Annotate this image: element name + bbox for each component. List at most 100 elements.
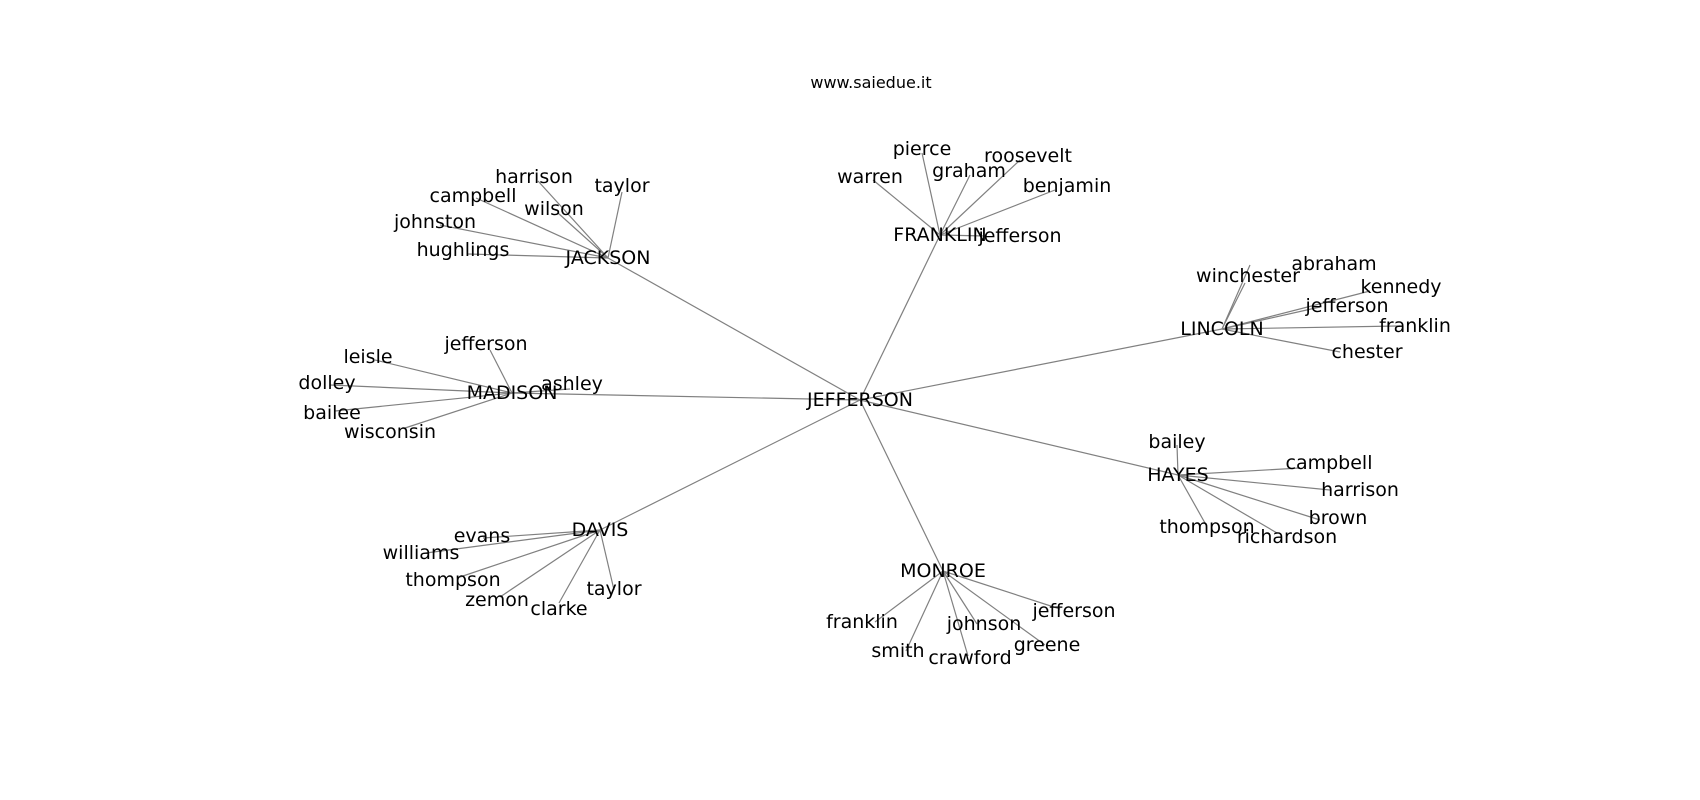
hub-node-label: FRANKLIN [893, 224, 986, 246]
leaf-node-label: bailee [303, 402, 361, 424]
leaf-node-label: franklin [826, 611, 898, 633]
edge-line [872, 179, 941, 236]
leaf-node-label: taylor [594, 175, 649, 197]
edge-line [942, 570, 969, 657]
edge-line [482, 529, 601, 539]
edge-line [558, 529, 601, 604]
leaf-node-label: pierce [893, 138, 952, 160]
leaf-node-label: jefferson [443, 333, 527, 355]
edge-line [1221, 290, 1371, 330]
leaf-node-label: campbell [430, 185, 517, 207]
graph-title: www.saiedue.it [810, 73, 931, 92]
edge-line [859, 234, 941, 401]
edge-line [425, 529, 601, 554]
edge-line [905, 570, 944, 652]
hub-node-label: JACKSON [565, 247, 651, 269]
edge-line [607, 257, 861, 401]
leaf-node-label: crawford [928, 647, 1011, 669]
leaf-node-label: taylor [586, 578, 641, 600]
leaf-node-label: graham [932, 160, 1006, 182]
leaf-node-label: harrison [495, 166, 573, 188]
edge-line [859, 399, 944, 572]
edge-line [859, 328, 1223, 401]
edge-line [1176, 444, 1179, 476]
hub-node-label: DAVIS [572, 519, 629, 541]
leaf-node-label: bailey [1148, 431, 1205, 453]
edge-line [329, 384, 513, 394]
leaf-node-label: winchester [1196, 265, 1300, 287]
edge-line [511, 392, 861, 401]
edge-line [1177, 467, 1301, 476]
edge-line [607, 191, 623, 259]
leaf-node-label: evans [454, 525, 511, 547]
leaf-node-label: kennedy [1360, 276, 1441, 298]
edge-line [1177, 474, 1278, 534]
leaf-node-label: johnston [393, 211, 476, 233]
edge-line [334, 392, 513, 412]
leaf-node-label: ashley [541, 373, 603, 395]
edge-line [599, 529, 615, 591]
leaf-node-label: jefferson [1304, 295, 1388, 317]
edge-line [939, 174, 971, 236]
edge-line [1221, 325, 1401, 330]
edge-line [467, 253, 609, 259]
edge-line [404, 392, 513, 429]
labels-layer: JEFFERSON JACKSON harrison taylor campbell wi… [298, 138, 1450, 669]
edge-line [1221, 306, 1321, 330]
leaf-node-label: dolley [298, 372, 355, 394]
leaf-node-label: clarke [530, 598, 587, 620]
hub-node-label: MONROE [900, 560, 986, 582]
edge-line [537, 180, 609, 259]
leaf-node-label: richardson [1237, 526, 1337, 548]
leaf-node-label: thompson [1159, 516, 1254, 538]
edge-line [439, 224, 609, 259]
edge-line [1221, 282, 1246, 330]
leaf-node-label: abraham [1291, 253, 1376, 275]
edge-line [557, 212, 609, 259]
leaf-node-label: jefferson [1031, 600, 1115, 622]
edge-line [942, 570, 1061, 610]
leaf-node-label: chester [1331, 341, 1402, 363]
edge-line [939, 189, 1056, 236]
leaf-node-label: campbell [1286, 452, 1373, 474]
leaf-node-label: greene [1014, 634, 1081, 656]
leaf-node-label: thompson [405, 569, 500, 591]
edge-line [456, 529, 601, 579]
edges-layer [329, 152, 1401, 657]
leaf-node-label: wisconsin [344, 421, 436, 443]
leaf-node-label: warren [837, 166, 903, 188]
edge-line [874, 570, 944, 623]
edge-line [939, 234, 986, 237]
leaf-node-label: zemon [465, 589, 529, 611]
edge-line [599, 399, 861, 531]
edge-line [511, 388, 571, 394]
leaf-node-label: wilson [524, 198, 584, 220]
leaf-node-label: smith [871, 640, 924, 662]
leaf-node-label: jefferson [977, 225, 1061, 247]
hub-node-label: LINCOLN [1180, 318, 1263, 340]
edge-line [1177, 474, 1206, 524]
leaf-node-label: benjamin [1023, 175, 1112, 197]
edge-line [1221, 328, 1341, 353]
edge-line [921, 152, 941, 236]
leaf-node-label: hughlings [417, 239, 510, 261]
leaf-node-label: leisle [343, 346, 392, 368]
leaf-node-label: johnson [946, 613, 1022, 635]
edge-line [499, 529, 601, 598]
leaf-node-label: roosevelt [984, 145, 1072, 167]
edge-line [939, 159, 1021, 236]
edge-line [1177, 474, 1321, 521]
hub-node-label: MADISON [467, 382, 558, 404]
leaf-node-label: franklin [1379, 315, 1451, 337]
edge-line [374, 359, 513, 394]
edge-line [1177, 474, 1331, 491]
leaf-node-label: williams [383, 542, 460, 564]
edge-line [475, 197, 609, 259]
leaf-node-label: brown [1309, 507, 1368, 529]
center-node-label: JEFFERSON [806, 389, 913, 411]
edge-line [489, 349, 513, 394]
leaf-node-label: harrison [1321, 479, 1399, 501]
edge-line [942, 570, 978, 625]
edge-line [859, 399, 1179, 476]
